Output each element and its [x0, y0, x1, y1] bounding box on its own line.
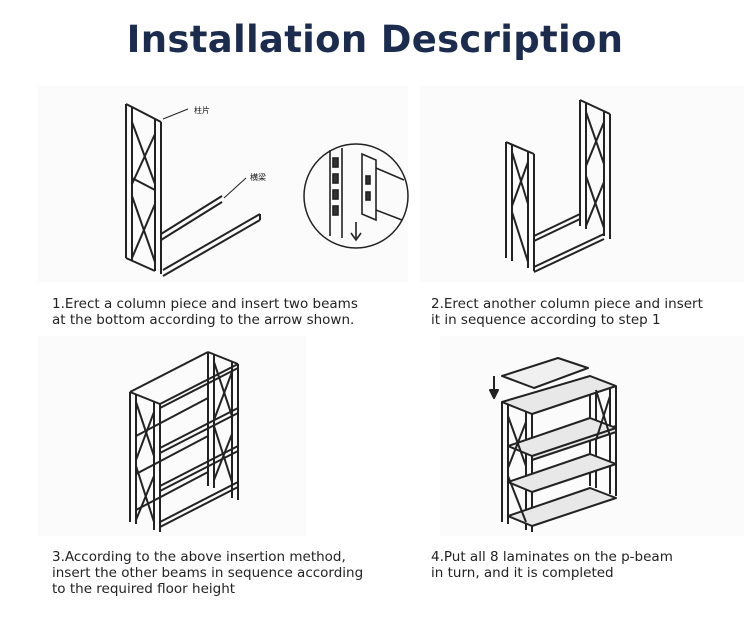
- step-1-caption-line-2: at the bottom according to the arrow sho…: [52, 312, 355, 328]
- step-3-caption-line-2: insert the other beams in sequence accor…: [52, 565, 364, 581]
- step-2-caption-line-2: it in sequence according to step 1: [431, 312, 661, 328]
- beam-label: 横梁: [250, 172, 266, 182]
- step-4-caption: 4.Put all 8 laminates on the p-beam in t…: [431, 549, 673, 581]
- step-4-drawing: [489, 357, 617, 532]
- step-1-caption: 1.Erect a column piece and insert two be…: [52, 296, 358, 328]
- connector-detail-drawing: [303, 143, 409, 249]
- step-2-drawing: [505, 99, 611, 273]
- step-1-drawing: 柱片 横梁: [125, 103, 266, 277]
- step-2-caption-line-1: 2.Erect another column piece and insert: [431, 296, 703, 312]
- step-3-caption: 3.According to the above insertion metho…: [52, 549, 363, 597]
- step-3-caption-line-3: to the required floor height: [52, 581, 236, 597]
- step-4-illustration: [440, 336, 744, 536]
- step-4-caption-line-1: 4.Put all 8 laminates on the p-beam: [431, 549, 673, 565]
- step-2-illustration: [420, 86, 744, 282]
- step-1-caption-line-1: 1.Erect a column piece and insert two be…: [52, 296, 358, 312]
- step-3-drawing: [129, 351, 239, 532]
- step-2-caption: 2.Erect another column piece and insert …: [431, 296, 703, 328]
- connector-detail-illustration: [300, 140, 412, 252]
- step-4-caption-line-2: in turn, and it is completed: [431, 565, 614, 581]
- step-3-caption-line-1: 3.According to the above insertion metho…: [52, 549, 346, 565]
- column-label: 柱片: [194, 105, 210, 115]
- page-title: Installation Description: [126, 18, 624, 61]
- step-3-illustration: [38, 336, 306, 536]
